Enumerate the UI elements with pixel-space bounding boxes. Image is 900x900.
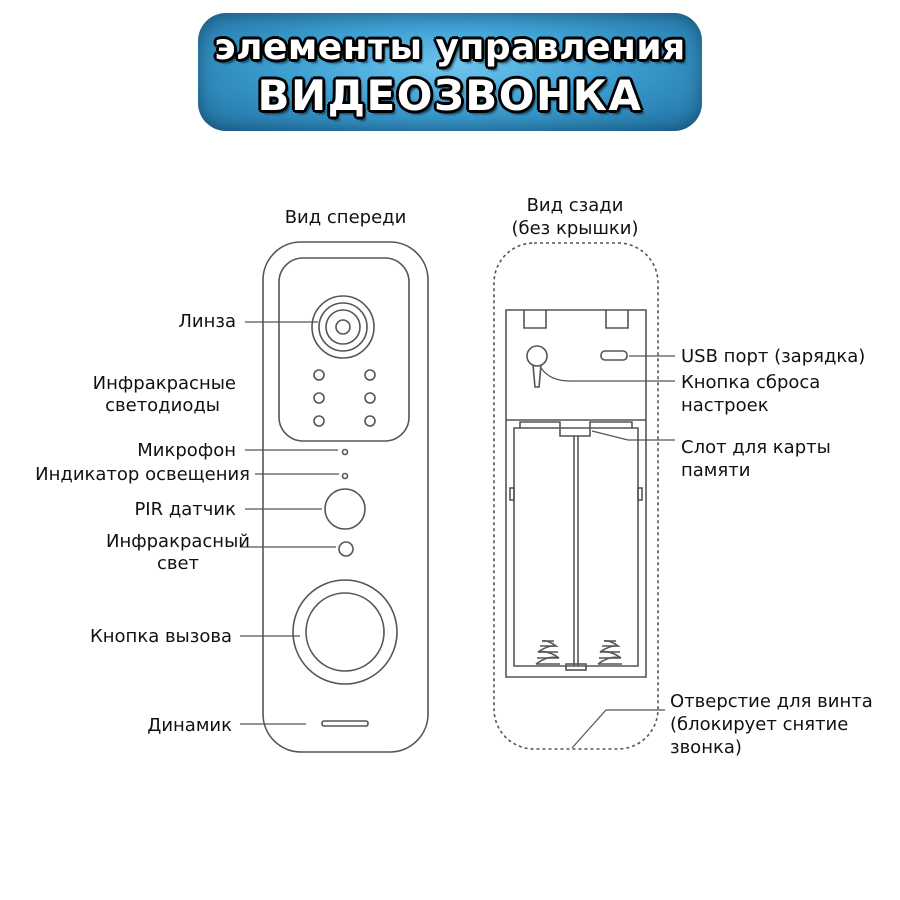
light-indicator-dot (341, 472, 349, 480)
front-view-device (262, 241, 429, 753)
spring-icon (597, 640, 622, 665)
lens-middle-ring (318, 302, 368, 352)
label-reset-line-2: настроек (681, 395, 769, 416)
label-light-indicator: Индикатор освещения (35, 464, 250, 485)
front-body-outline (262, 241, 429, 753)
reset-button-icon (526, 345, 548, 367)
ir-led-icon (364, 415, 376, 427)
label-screw-line-1: Отверстие для винта (670, 691, 873, 712)
lens-inner-ring (325, 309, 361, 345)
top-tab-left (523, 310, 547, 329)
back-view-device (493, 242, 659, 750)
label-ir-leds-line-2: светодиоды (105, 395, 220, 416)
banner-title-line-1: элементы управления (214, 27, 686, 68)
side-clip (509, 487, 515, 501)
battery-compartment (505, 309, 647, 678)
ir-light (338, 541, 354, 557)
reset-button-slot (532, 364, 542, 388)
call-button-center (305, 592, 385, 672)
label-speaker: Динамик (147, 715, 232, 736)
bottom-contact (565, 663, 587, 671)
back-body-dashed-outline (493, 242, 659, 750)
back-view-title-line-2: (без крышки) (511, 218, 639, 239)
ir-led-icon (313, 392, 325, 404)
front-leader-lines (240, 321, 339, 725)
label-lens: Линза (178, 311, 236, 332)
ir-led-icon (313, 415, 325, 427)
top-tab-right (605, 310, 629, 329)
label-screw-line-2: (блокирует снятие (670, 714, 849, 735)
call-button-ring (292, 579, 398, 685)
label-microphone: Микрофон (137, 440, 236, 461)
camera-panel (278, 257, 410, 442)
label-usb-port: USB порт (зарядка) (681, 346, 866, 367)
sd-card-slot (519, 421, 633, 437)
label-ir-light-line-1: Инфракрасный (106, 531, 250, 552)
usb-port-icon (600, 350, 628, 361)
label-screw-line-3: звонка) (670, 737, 742, 758)
battery-bay (513, 427, 639, 667)
label-sd-slot-line-1: Слот для карты (681, 437, 831, 458)
label-ir-light-line-2: свет (156, 553, 200, 574)
microphone-hole (341, 448, 349, 456)
front-view-title: Вид спереди (284, 207, 407, 228)
label-call-button: Кнопка вызова (90, 626, 232, 647)
spring-icon (535, 640, 560, 665)
pir-sensor (324, 488, 366, 530)
back-leader-lines (540, 355, 675, 749)
label-ir-leds-line-1: Инфракрасные (92, 373, 236, 394)
banner-title-line-2: ВИДЕОЗВОНКА (257, 71, 643, 120)
label-pir-sensor: PIR датчик (134, 499, 236, 520)
side-clip (637, 487, 643, 501)
title-banner: элементы управления ВИДЕОЗВОНКА (198, 13, 702, 131)
lens-outer-ring (311, 295, 375, 359)
lens-center (335, 319, 351, 335)
ir-led-icon (364, 392, 376, 404)
label-reset-line-1: Кнопка сброса (681, 372, 821, 393)
ir-led-icon (364, 369, 376, 381)
ir-led-icon (313, 369, 325, 381)
speaker-grille (321, 720, 369, 727)
label-sd-slot-line-2: памяти (681, 460, 751, 481)
back-view-title-line-1: Вид сзади (526, 195, 624, 216)
